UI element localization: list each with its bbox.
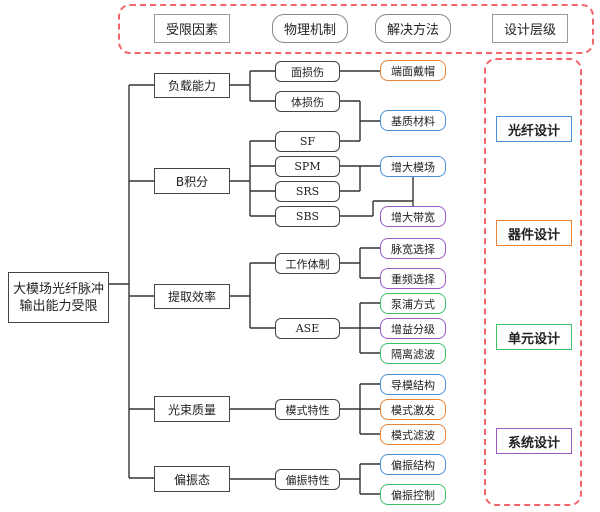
header-solutions: 解决方法 xyxy=(375,14,451,43)
solution-mode-excitation: 模式激发 xyxy=(380,399,446,420)
design-level-system: 系统设计 xyxy=(496,428,572,454)
factor-extraction-efficiency: 提取效率 xyxy=(154,284,230,309)
solution-mode-filtering: 模式滤波 xyxy=(380,424,446,445)
solution-gain-staging: 增益分级 xyxy=(380,318,446,339)
header-design-level: 设计层级 xyxy=(492,14,568,43)
solution-end-cap: 端面戴帽 xyxy=(380,60,446,81)
solution-pulse-width-selection: 脉宽选择 xyxy=(380,238,446,259)
mechanism-polarization-characteristics: 偏振特性 xyxy=(275,469,340,490)
header-group xyxy=(118,4,594,54)
solution-guiding-structure: 导模结构 xyxy=(380,374,446,395)
factor-load-capacity: 负载能力 xyxy=(154,73,230,98)
mechanism-srs: SRS xyxy=(275,181,340,202)
mechanism-ase: ASE xyxy=(275,318,340,339)
solution-polarization-structure: 偏振结构 xyxy=(380,454,446,475)
mechanism-mode-characteristics: 模式特性 xyxy=(275,399,340,420)
design-level-group xyxy=(484,58,582,506)
factor-beam-quality: 光束质量 xyxy=(154,396,230,422)
mechanism-surface-damage: 面损伤 xyxy=(275,61,340,82)
root-node: 大模场光纤脉冲 输出能力受限 xyxy=(8,272,109,323)
header-limiting-factors: 受限因素 xyxy=(154,14,230,43)
design-level-unit: 单元设计 xyxy=(496,324,572,350)
solution-repetition-rate-selection: 重频选择 xyxy=(380,268,446,289)
solution-increase-mode-area: 增大模场 xyxy=(380,156,446,177)
solution-host-material: 基质材料 xyxy=(380,110,446,131)
factor-b-integral: B积分 xyxy=(154,168,230,194)
root-line-2: 输出能力受限 xyxy=(19,298,98,314)
solution-polarization-control: 偏振控制 xyxy=(380,484,446,505)
solution-pump-scheme: 泵浦方式 xyxy=(380,293,446,314)
mechanism-spm: SPM xyxy=(275,156,340,177)
solution-isolation-filtering: 隔离滤波 xyxy=(380,343,446,364)
root-line-1: 大模场光纤脉冲 xyxy=(12,281,104,297)
header-physical-mechanism: 物理机制 xyxy=(272,14,348,43)
solution-increase-bandwidth: 增大带宽 xyxy=(380,206,446,227)
design-level-device: 器件设计 xyxy=(496,220,572,246)
mechanism-sf: SF xyxy=(275,131,340,152)
mechanism-bulk-damage: 体损伤 xyxy=(275,91,340,112)
mechanism-sbs: SBS xyxy=(275,206,340,227)
factor-polarization-state: 偏振态 xyxy=(154,466,230,492)
mechanism-working-regime: 工作体制 xyxy=(275,253,340,274)
design-level-fiber: 光纤设计 xyxy=(496,116,572,142)
